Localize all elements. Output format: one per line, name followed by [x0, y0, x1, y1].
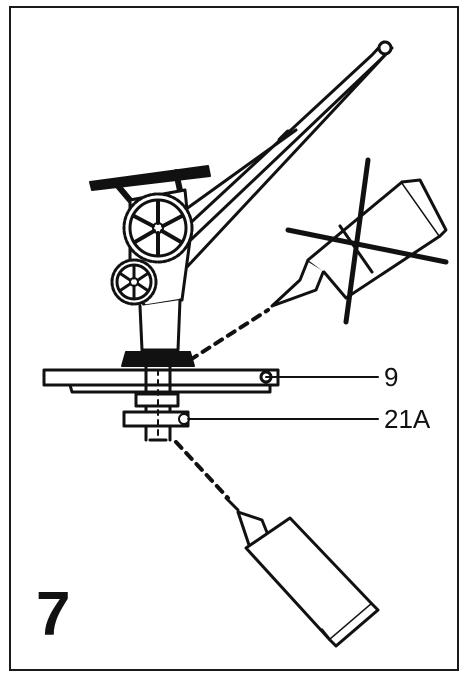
large-gear: [122, 192, 194, 264]
grease-tube: [224, 496, 380, 648]
small-gear: [110, 258, 158, 306]
callout-label-21a: 21A: [384, 404, 431, 434]
callout-label-9: 9: [384, 362, 399, 392]
grease-path-upper: [188, 308, 270, 362]
figure-frame: [9, 6, 459, 671]
figure-number: 7: [36, 580, 71, 649]
base-plate: [42, 368, 280, 394]
grease-path-lower: [174, 440, 230, 500]
crossed-out-tube: [270, 157, 449, 325]
